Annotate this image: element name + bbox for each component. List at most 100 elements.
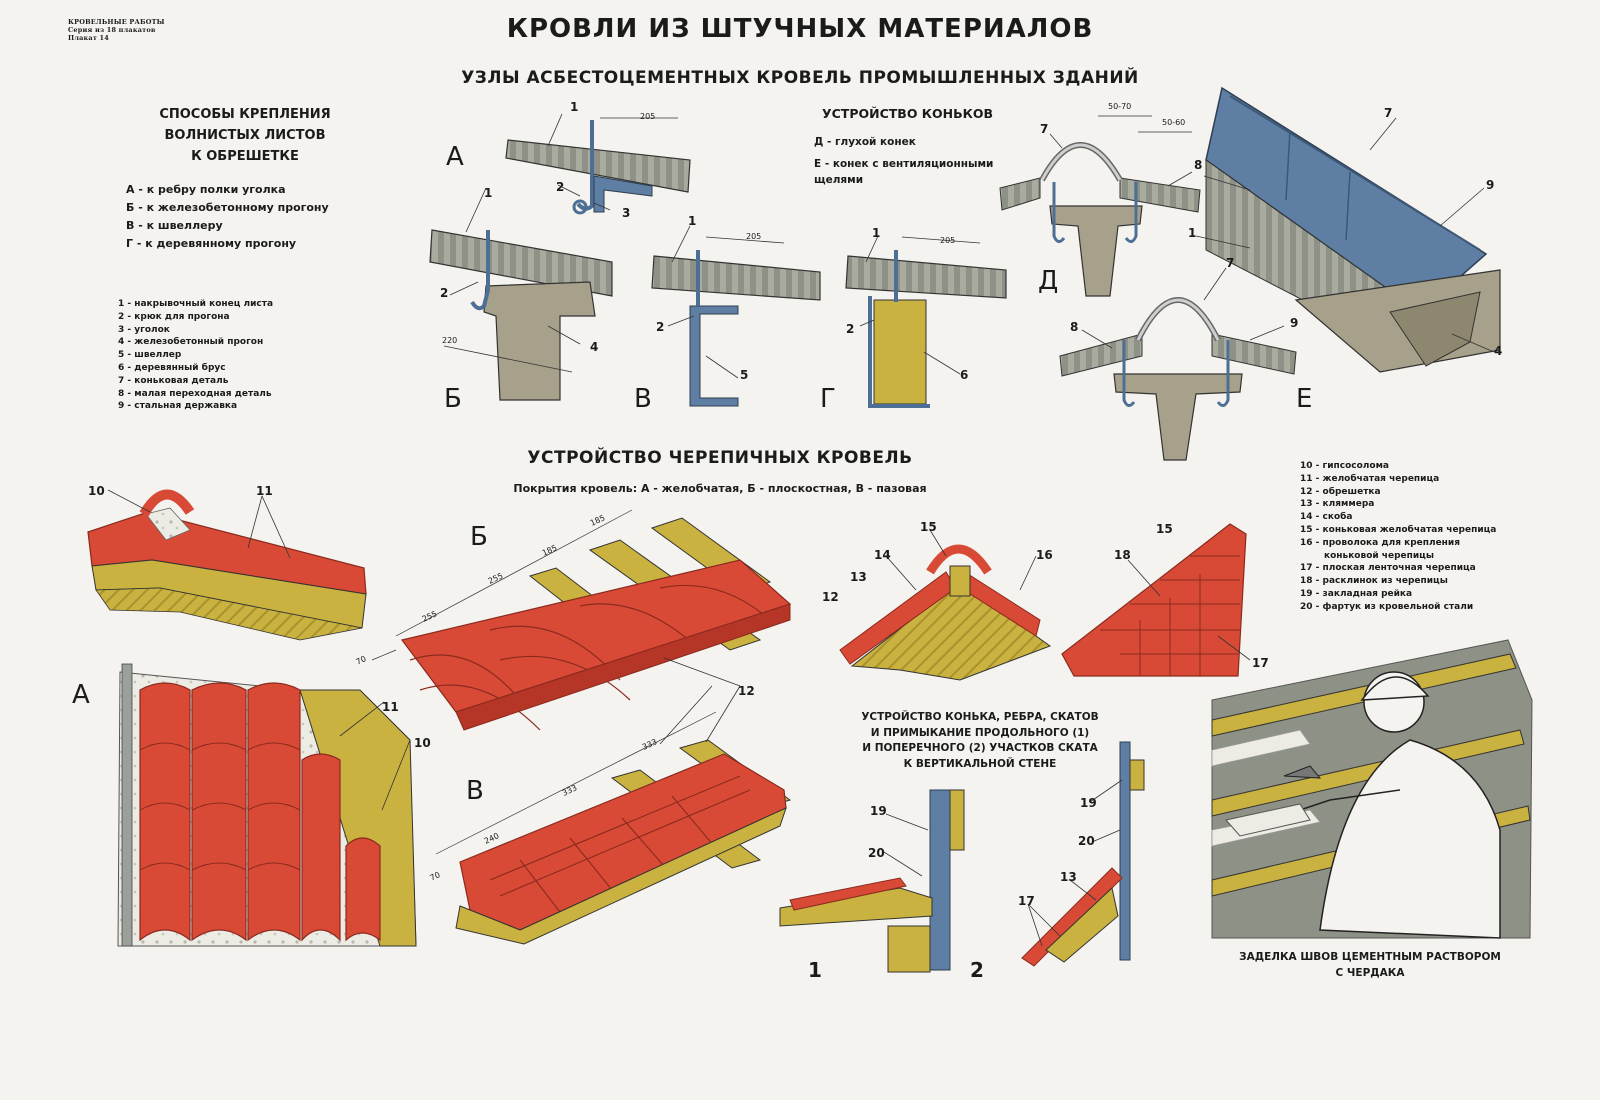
figure-d-ridge <box>999 115 1201 297</box>
caption-line: И ПРИМЫКАНИЕ ПРОДОЛЬНОГО (1) <box>870 726 1090 739</box>
poster-subtitle: УЗЛЫ АСБЕСТОЦЕМЕНТНЫХ КРОВЕЛЬ ПРОМЫШЛЕНН… <box>461 68 1139 88</box>
callout-19: 19 <box>870 804 887 818</box>
tile-covering-types: Покрытия кровель: А - желобчатая, Б - пл… <box>513 482 927 495</box>
callout-9: 9 <box>1486 178 1495 192</box>
poster-title: КРОВЛИ ИЗ ШТУЧНЫХ МАТЕРИАЛОВ <box>506 14 1094 44</box>
figure-letter-b: Б <box>444 384 462 414</box>
wall-junction-1 <box>779 789 965 973</box>
callout-1: 1 <box>570 100 579 114</box>
callout-15: 15 <box>920 520 937 534</box>
method-item: А - к ребру полки уголка <box>126 183 286 196</box>
callout-7: 7 <box>1384 106 1393 120</box>
callout-11: 11 <box>382 700 399 714</box>
grooved-tile-closeup <box>117 663 417 947</box>
legend-item: 1 - накрывочный конец листа <box>118 299 274 309</box>
callout-17: 17 <box>1252 656 1269 670</box>
ridge-item: Е - конек с вентиляционными щелями <box>814 158 994 186</box>
figure-e-ridge <box>1059 267 1297 461</box>
figure-letter-v: В <box>634 384 652 414</box>
figure-letter-tile-a: А <box>72 680 90 710</box>
ridge-item: Д - глухой конек <box>814 136 916 148</box>
dimension-205: 205 <box>940 236 956 245</box>
callout-13: 13 <box>850 570 867 584</box>
junction-label-1: 1 <box>808 958 822 982</box>
callout-6: 6 <box>960 368 969 382</box>
callout-19: 19 <box>1080 796 1097 810</box>
callout-12: 12 <box>822 590 839 604</box>
caption-line: ЗАДЕЛКА ШВОВ ЦЕМЕНТНЫМ РАСТВОРОМ <box>1239 951 1501 963</box>
tile-ridge-section <box>839 529 1052 681</box>
callout-1: 1 <box>484 186 493 200</box>
callout-16: 16 <box>1036 548 1053 562</box>
dimension-220: 220 <box>442 336 458 345</box>
callout-15: 15 <box>1156 522 1173 536</box>
figure-v-channel <box>651 225 821 407</box>
legend-item: 16 - проволока для крепления <box>1300 537 1460 548</box>
callout-13: 13 <box>1060 870 1077 884</box>
figure-b-concrete <box>429 187 613 401</box>
dimension-205: 205 <box>746 232 762 241</box>
heading-line: К ОБРЕШЕТКЕ <box>191 149 299 164</box>
ridges-list: Д - глухой конек Е - конек с вентиляцион… <box>814 134 1014 188</box>
figure-a-angle <box>505 113 691 215</box>
legend-item: 20 - фартук из кровельной стали <box>1300 601 1474 612</box>
ridges-heading: УСТРОЙСТВО КОНЬКОВ <box>822 106 993 121</box>
caption-line: УСТРОЙСТВО КОНЬКА, РЕБРА, СКАТОВ <box>861 711 1099 723</box>
perspective-ridge <box>1195 86 1501 373</box>
callout-5: 5 <box>740 368 749 382</box>
legend-item: 4 - железобетонный прогон <box>118 337 264 348</box>
tile-ridge-perspective <box>87 489 367 641</box>
heading-line: ВОЛНИСТЫХ ЛИСТОВ <box>164 128 326 143</box>
ridge-junction-caption: УСТРОЙСТВО КОНЬКА, РЕБРА, СКАТОВ И ПРИМЫ… <box>820 710 1140 772</box>
heading-line: СПОСОБЫ КРЕПЛЕНИЯ <box>159 107 331 122</box>
method-item: Г - к деревянному прогону <box>126 237 297 250</box>
method-item: В - к швеллеру <box>126 219 223 232</box>
callout-9: 9 <box>1290 316 1299 330</box>
callout-1: 1 <box>872 226 881 240</box>
legend-item: коньковой черепицы <box>1324 550 1434 561</box>
figure-letter-e: Е <box>1296 384 1313 414</box>
ribbon-tile-ridge <box>1061 523 1251 677</box>
callout-20: 20 <box>1078 834 1095 848</box>
caption-line: К ВЕРТИКАЛЬНОЙ СТЕНЕ <box>903 757 1057 770</box>
method-item: Б - к железобетонному прогону <box>126 201 329 214</box>
callout-12: 12 <box>738 684 755 698</box>
fastening-legend: 1 - накрывочный конец листа 2 - крюк для… <box>118 298 273 413</box>
callout-4: 4 <box>590 340 599 354</box>
callout-1: 1 <box>688 214 697 228</box>
legend-item: 2 - крюк для прогона <box>118 311 230 322</box>
figure-letter-d: Д <box>1038 266 1059 296</box>
series-line: КРОВЕЛЬНЫЕ РАБОТЫ <box>68 18 165 26</box>
callout-1: 1 <box>1188 226 1197 240</box>
flat-tile-roof <box>371 509 792 731</box>
callout-18: 18 <box>1114 548 1131 562</box>
figure-letter-g: Г <box>820 384 836 414</box>
caption-line: И ПОПЕРЕЧНОГО (2) УЧАСТКОВ СКАТА <box>862 742 1098 754</box>
legend-item: 11 - желобчатая черепица <box>1300 473 1440 484</box>
callout-20: 20 <box>868 846 885 860</box>
worker-scene <box>1211 639 1533 939</box>
legend-item: 13 - кляммера <box>1300 499 1375 510</box>
dimension-50-70: 50-70 <box>1108 102 1132 111</box>
figure-g-wood <box>845 235 1007 408</box>
legend-item: 14 - скоба <box>1300 512 1353 523</box>
callout-8: 8 <box>1070 320 1079 334</box>
dimension-50-60: 50-60 <box>1162 118 1186 127</box>
callout-7: 7 <box>1226 256 1235 270</box>
legend-item: 10 - гипсосолома <box>1300 461 1389 471</box>
callout-2: 2 <box>440 286 449 300</box>
callout-11: 11 <box>256 484 273 498</box>
legend-item: 8 - малая переходная деталь <box>118 388 272 399</box>
callout-2: 2 <box>556 180 565 194</box>
wall-junction-2 <box>1021 741 1145 967</box>
callout-14: 14 <box>874 548 891 562</box>
tile-section-heading: УСТРОЙСТВО ЧЕРЕПИЧНЫХ КРОВЕЛЬ <box>527 448 913 468</box>
callout-3: 3 <box>622 206 631 220</box>
fastening-heading: СПОСОБЫ КРЕПЛЕНИЯ ВОЛНИСТЫХ ЛИСТОВ К ОБР… <box>150 104 340 167</box>
legend-item: 6 - деревянный брус <box>118 362 226 373</box>
callout-17: 17 <box>1018 894 1035 908</box>
callout-2: 2 <box>656 320 665 334</box>
legend-item: 15 - коньковая желобчатая черепица <box>1300 524 1497 535</box>
series-line: Плакат 14 <box>68 34 109 42</box>
figure-letter-a: А <box>446 142 464 172</box>
